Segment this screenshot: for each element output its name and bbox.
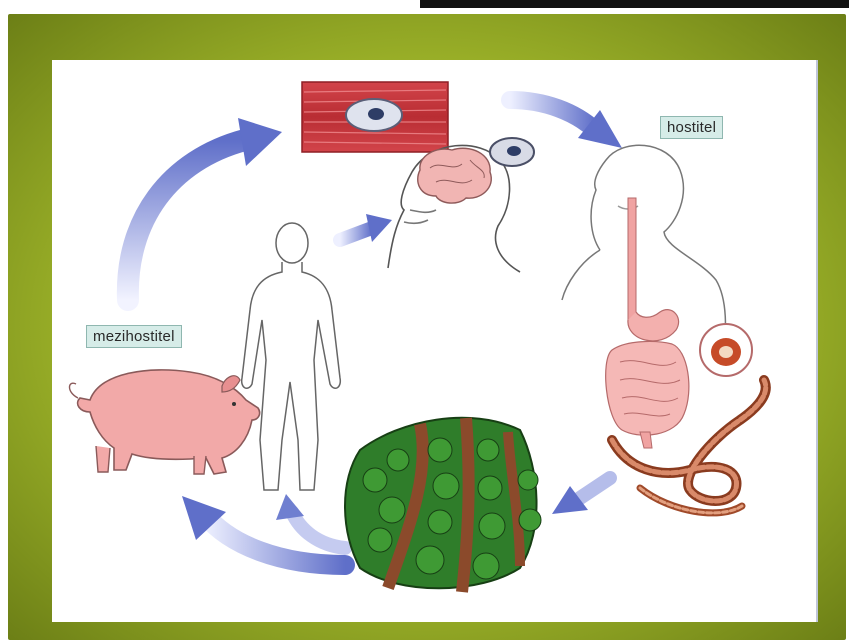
- arrow-pig-to-muscle: [128, 118, 282, 300]
- lettuce-field: [345, 418, 541, 592]
- digestive-tract: [606, 198, 689, 448]
- pig: [70, 370, 260, 474]
- arrow-man-to-head: [340, 214, 392, 242]
- cyst-eye-icon: [490, 138, 534, 166]
- arrow-worm-to-field: [552, 478, 610, 514]
- label-host: hostitel: [660, 116, 723, 139]
- brain-icon: [418, 148, 492, 203]
- muscle-tissue: [302, 82, 448, 152]
- standing-man: [242, 223, 341, 490]
- arrow-field-to-pig: [182, 494, 345, 565]
- label-intermediate-host: mezihostitel: [86, 325, 182, 348]
- scolex-magnified-icon: [700, 324, 752, 376]
